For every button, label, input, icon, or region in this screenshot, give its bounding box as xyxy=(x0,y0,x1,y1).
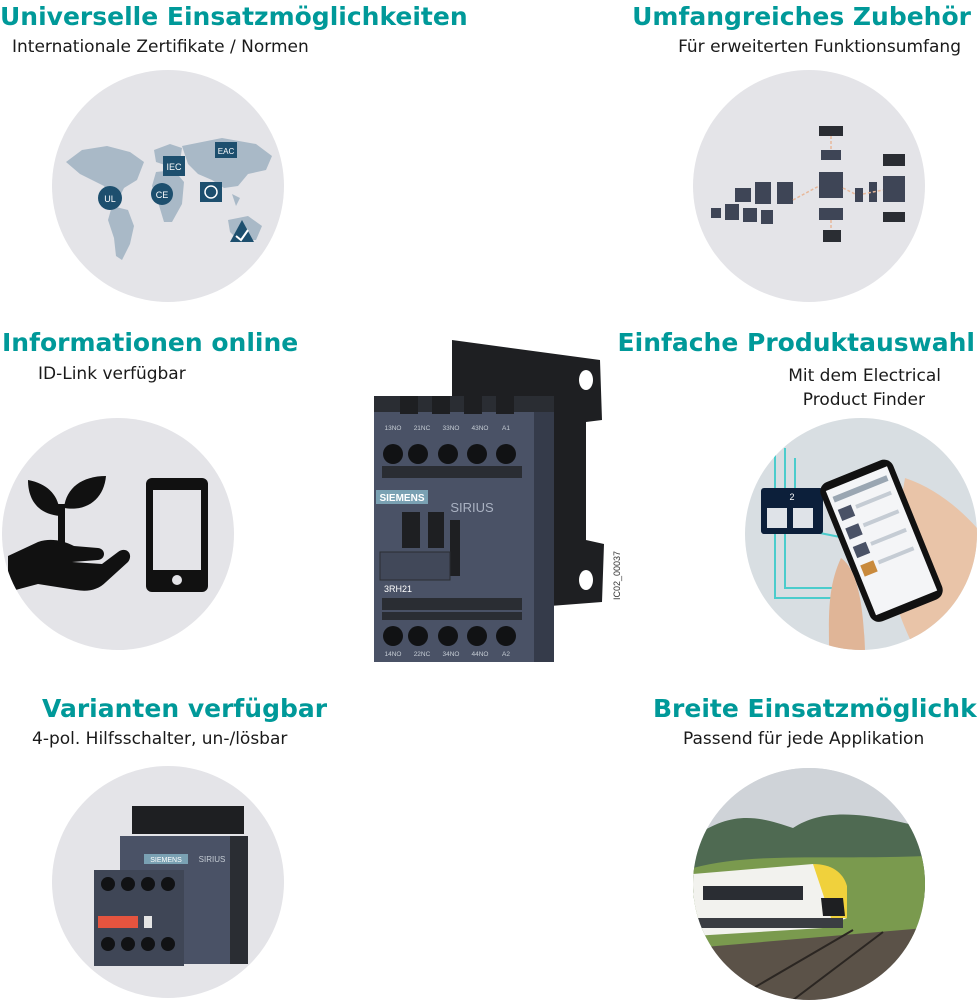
svg-text:43NO: 43NO xyxy=(472,425,489,432)
iec-logo-icon xyxy=(163,156,185,176)
model-label: 3RH21 xyxy=(384,584,412,594)
feature-title-broad-use: Breite Einsatzmöglichkeit xyxy=(653,694,977,723)
world-map-icon: IEC EAC CE UL xyxy=(66,138,272,260)
document-id: IC02_00037 xyxy=(612,550,622,600)
svg-text:UL: UL xyxy=(104,194,116,204)
svg-text:34NO: 34NO xyxy=(443,651,460,658)
release-latch xyxy=(98,916,138,928)
svg-text:13NO: 13NO xyxy=(385,425,402,432)
eac-logo-icon xyxy=(215,142,237,158)
product-finder-image: 2 xyxy=(745,418,977,650)
feature-title-universal: Universelle Einsatzmöglichkeiten xyxy=(0,2,468,31)
contactor-product-image: SIEMENS SIRIUS 3RH21 13NO 21NC 33NO 43NO… xyxy=(360,330,610,670)
svg-text:33NO: 33NO xyxy=(443,425,460,432)
plant-in-hand-icon xyxy=(8,476,131,592)
feature-subtitle-product-finder-line1: Mit dem Electrical xyxy=(788,366,941,386)
feature-subtitle-product-finder-line2: Product Finder xyxy=(802,390,925,410)
feature-title-product-selection: Einfache Produktauswahl xyxy=(617,328,975,357)
feature-subtitle-variants: 4-pol. Hilfsschalter, un-/lösbar xyxy=(32,729,288,749)
smartphone-icon xyxy=(146,478,208,592)
svg-text:A1: A1 xyxy=(502,425,510,432)
svg-text:A2: A2 xyxy=(502,651,510,658)
svg-text:21NC: 21NC xyxy=(414,425,431,432)
svg-text:EAC: EAC xyxy=(218,147,235,156)
ccc-logo-icon xyxy=(200,182,222,202)
smartphone-screen xyxy=(820,459,943,622)
sirius-label: SIRIUS xyxy=(450,500,494,515)
svg-text:44NO: 44NO xyxy=(472,651,489,658)
svg-text:2: 2 xyxy=(789,492,794,502)
svg-text:SIRIUS: SIRIUS xyxy=(199,855,226,864)
auxiliary-switch-variant-image: SIEMENS SIRIUS xyxy=(52,766,284,998)
feature-subtitle-online-info: ID-Link verfügbar xyxy=(38,364,186,384)
svg-text:SIEMENS: SIEMENS xyxy=(379,493,424,504)
world-map-certificates-image: IEC EAC CE UL xyxy=(52,70,284,302)
svg-text:SIEMENS: SIEMENS xyxy=(150,857,182,864)
feature-subtitle-accessories: Für erweiterten Funktionsumfang xyxy=(678,37,961,57)
svg-text:IEC: IEC xyxy=(166,162,182,172)
feature-subtitle-universal: Internationale Zertifikate / Normen xyxy=(12,37,309,57)
svg-text:14NO: 14NO xyxy=(385,651,402,658)
accessories-exploded-view-image xyxy=(693,70,925,302)
feature-title-variants: Varianten verfügbar xyxy=(42,694,328,723)
ul-logo-icon xyxy=(98,186,122,210)
feature-title-accessories: Umfangreiches Zubehör xyxy=(632,2,971,31)
train-application-image xyxy=(693,768,925,1000)
svg-text:22NC: 22NC xyxy=(414,651,431,658)
siemens-label xyxy=(376,490,428,504)
svg-text:CE: CE xyxy=(156,190,169,200)
ce-logo-icon xyxy=(151,183,173,205)
online-info-image xyxy=(2,418,234,650)
feature-subtitle-broad-use: Passend für jede Applikation xyxy=(683,729,925,749)
feature-title-online-info: Informationen online xyxy=(2,328,299,357)
